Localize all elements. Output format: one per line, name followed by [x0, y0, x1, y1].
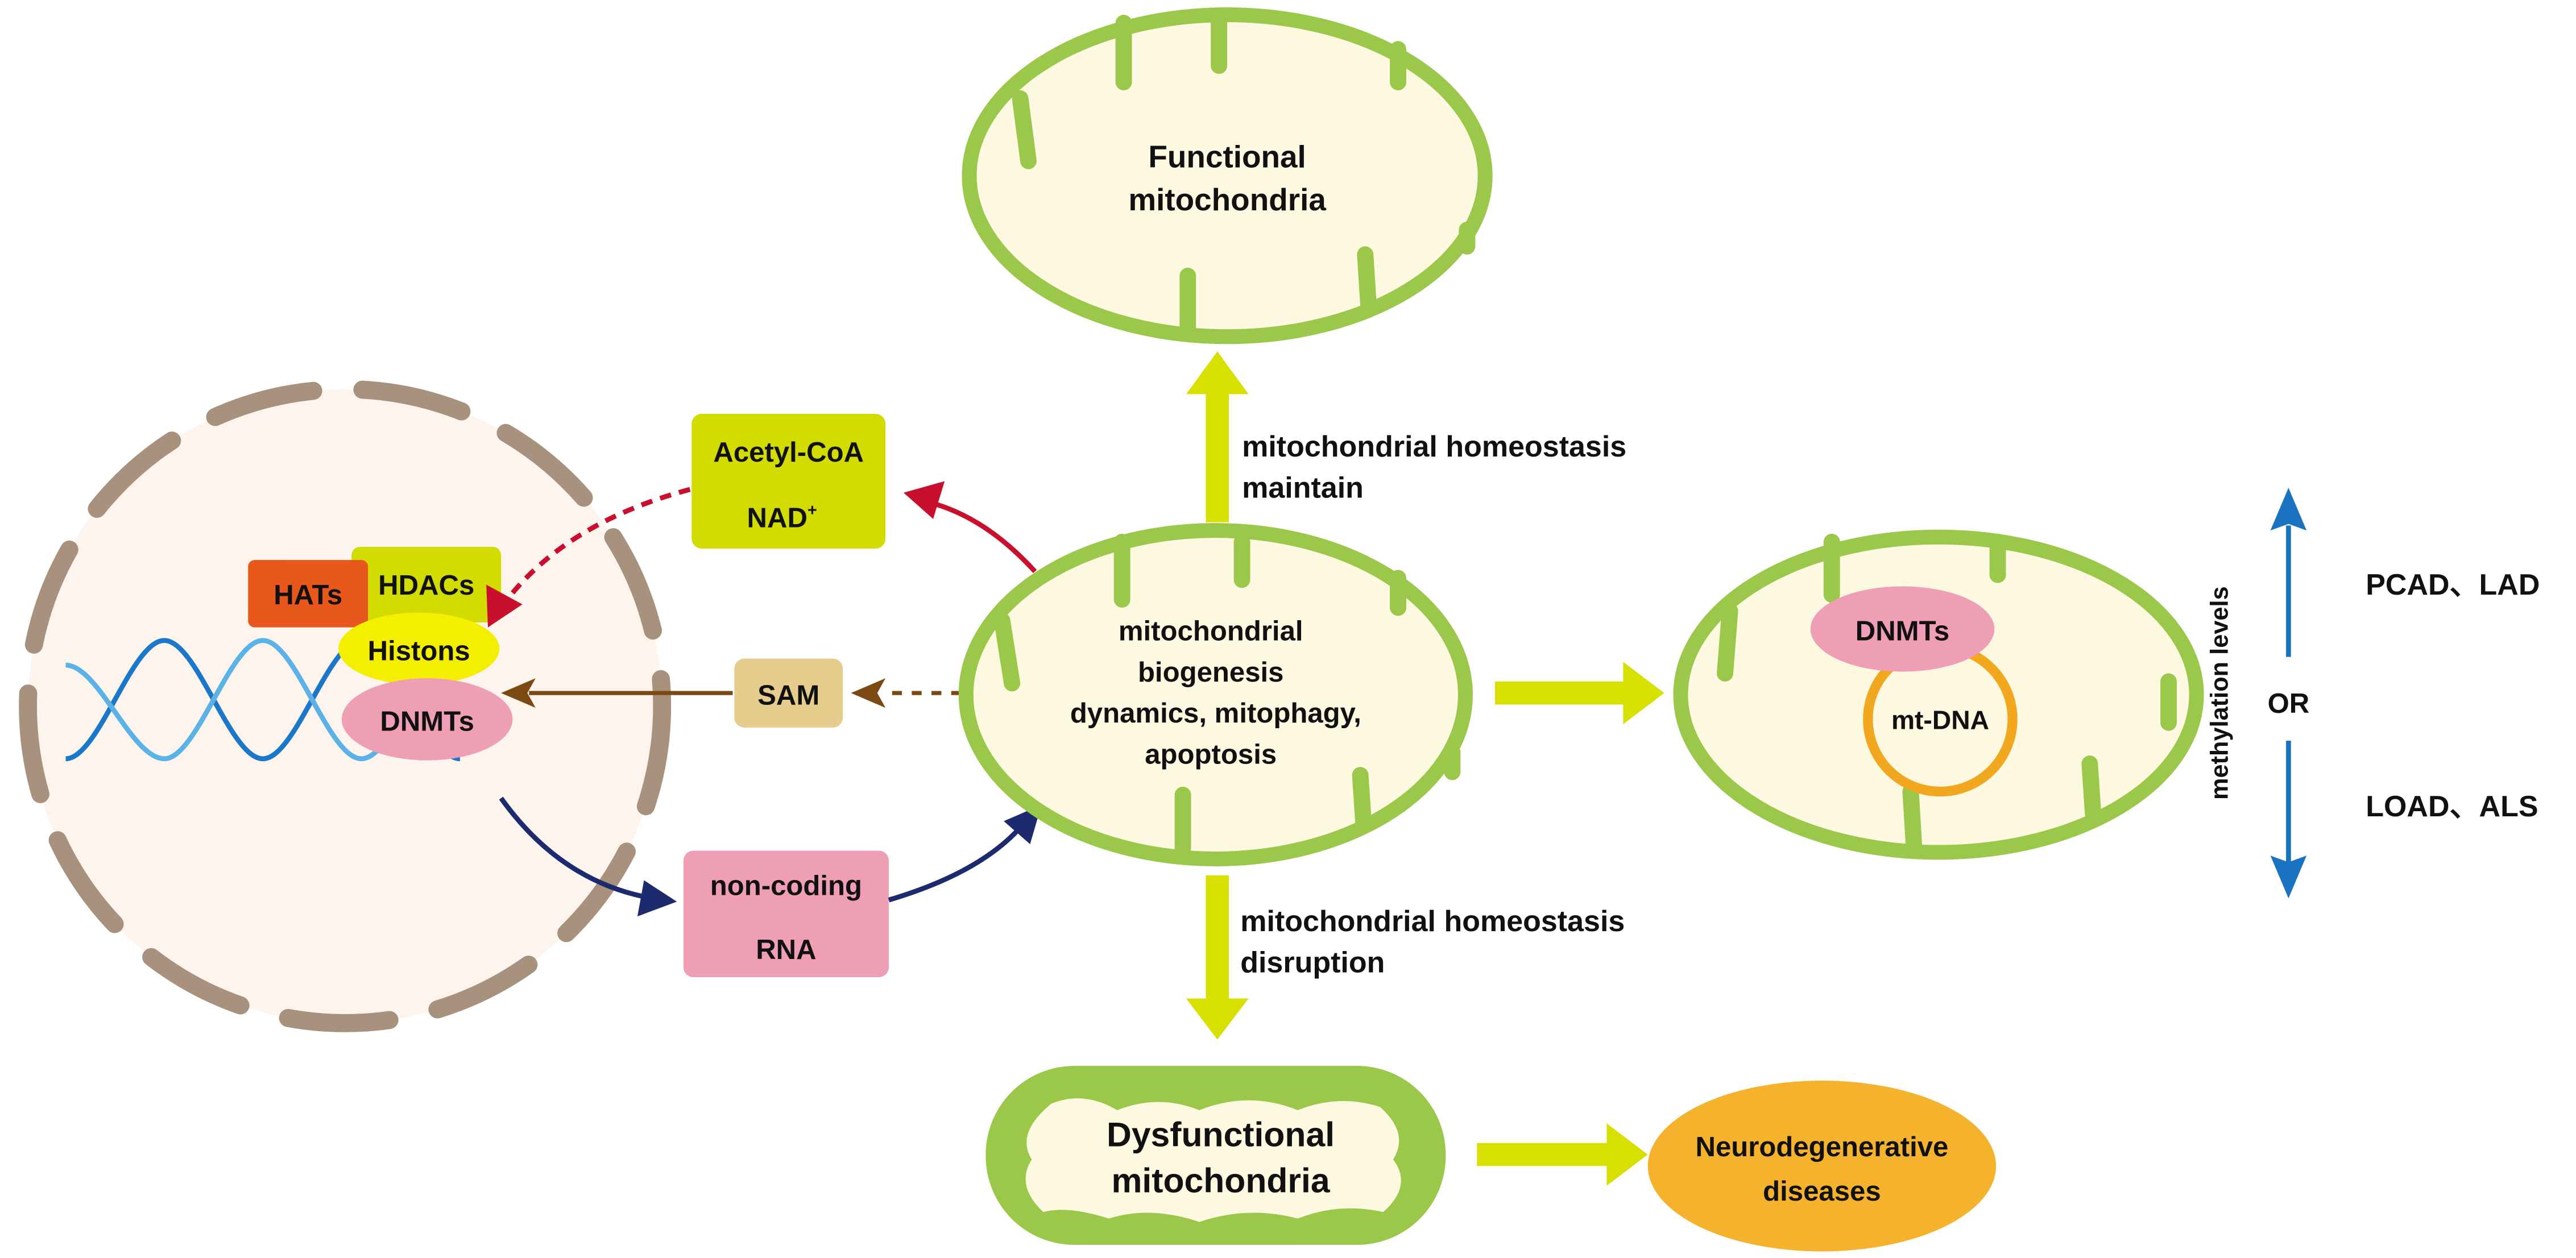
disruption-label-line2: disruption — [1240, 946, 1385, 979]
mitochondrion-icon: mitochondrial biogenesis dynamics, mitop… — [958, 523, 1473, 866]
svg-text:Neurodegenerative: Neurodegenerative — [1695, 1132, 1948, 1162]
svg-text:HDACs: HDACs — [378, 570, 474, 601]
svg-text:SAM: SAM — [757, 680, 819, 711]
noncoding-rna-box: non-coding RNA — [683, 850, 889, 977]
arrow-icon — [499, 796, 677, 917]
dnmts-mito-ellipse — [1810, 586, 1995, 672]
svg-text:mt-DNA: mt-DNA — [1891, 705, 1989, 735]
svg-text:diseases: diseases — [1763, 1176, 1881, 1207]
svg-text:DNMTs: DNMTs — [380, 707, 474, 737]
nucleus-icon — [19, 380, 672, 1032]
svg-text:mitochondrial: mitochondrial — [1119, 616, 1303, 647]
sam-box: SAM — [734, 658, 843, 728]
arrow-icon — [903, 481, 1037, 574]
svg-text:NAD+: NAD+ — [747, 501, 817, 533]
load-als-label: LOAD、ALS — [2366, 790, 2538, 823]
svg-text:Histons: Histons — [368, 636, 470, 666]
neurodegenerative-ellipse: Neurodegenerative diseases — [1647, 1080, 1997, 1252]
svg-text:DNMTs: DNMTs — [1856, 616, 1950, 647]
mitochondrion-icon: mt-DNA DNMTs — [1673, 529, 2204, 860]
mitochondrion-icon: Functional mitochondria — [962, 7, 1493, 344]
disruption-label-line1: mitochondrial homeostasis — [1240, 905, 1625, 938]
svg-text:mitochondria: mitochondria — [1128, 182, 1326, 217]
histons-ellipse: Histons — [338, 612, 500, 685]
svg-text:apoptosis: apoptosis — [1145, 739, 1277, 770]
svg-text:Dysfunctional: Dysfunctional — [1107, 1115, 1335, 1154]
dnmts-nucleus-ellipse: DNMTs — [341, 678, 513, 761]
arrow-icon — [486, 487, 691, 628]
arrow-icon — [851, 678, 962, 708]
arrow-icon — [2270, 488, 2307, 899]
svg-text:Acetyl-CoA: Acetyl-CoA — [713, 437, 864, 468]
arrow-icon — [1186, 351, 1664, 1186]
maintain-label-line2: maintain — [1242, 471, 1364, 504]
pcad-lad-label: PCAD、LAD — [2366, 568, 2540, 601]
methylation-levels-label: methylation levels — [2206, 586, 2234, 800]
svg-text:dynamics, mitophagy,: dynamics, mitophagy, — [1070, 698, 1361, 729]
svg-text:HATs: HATs — [274, 580, 342, 611]
hdacs-box: HDACs — [351, 547, 502, 622]
svg-text:mitochondria: mitochondria — [1111, 1161, 1330, 1199]
arrow-icon — [501, 678, 733, 708]
acetyl-coa-box: Acetyl-CoA NAD+ — [691, 414, 886, 549]
mitochondrion-icon: Dysfunctional mitochondria — [985, 1065, 1446, 1245]
maintain-label-line1: mitochondrial homeostasis — [1242, 430, 1626, 463]
svg-text:non-coding: non-coding — [710, 871, 862, 902]
arrow-icon — [888, 804, 1042, 903]
svg-text:biogenesis: biogenesis — [1138, 657, 1284, 688]
svg-text:RNA: RNA — [756, 935, 816, 965]
hats-box: HATs — [248, 560, 368, 628]
or-label: OR — [2268, 688, 2310, 719]
svg-text:Functional: Functional — [1148, 139, 1306, 175]
